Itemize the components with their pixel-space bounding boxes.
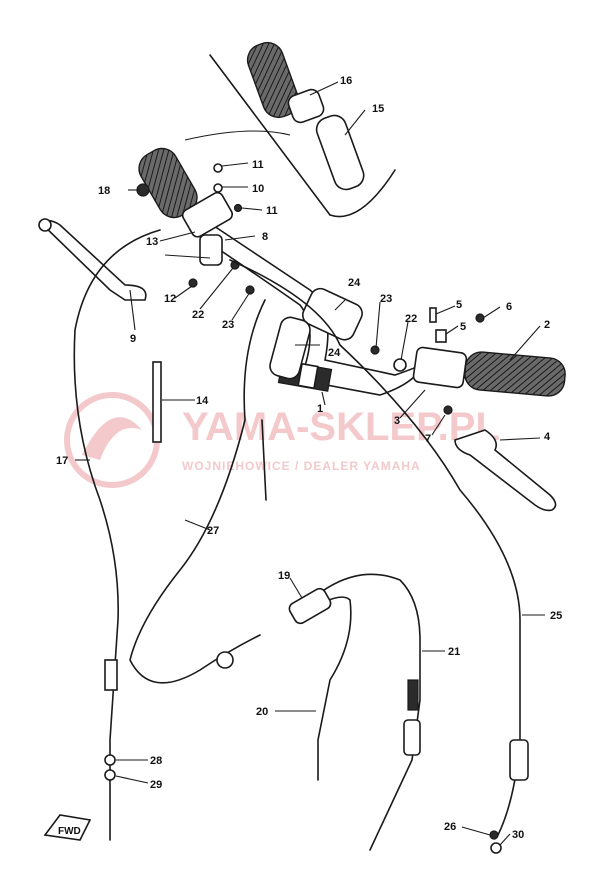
grip-inset-end (287, 88, 325, 124)
tacho-cable-27 (129, 299, 266, 684)
grip-inset (246, 41, 300, 119)
nut-3 (443, 405, 453, 415)
callout-29: 29 (150, 779, 162, 791)
clutch-cable-17 (73, 229, 161, 841)
callout-26: 26 (444, 821, 456, 833)
callout-24-b: 24 (328, 347, 341, 359)
adjuster-22-right (393, 358, 407, 372)
callout-13: 13 (146, 236, 158, 248)
nut-26 (489, 830, 499, 840)
cable-cover-24-upper (301, 287, 363, 341)
throttle-cable-21 (299, 573, 421, 851)
cable-adjuster-21 (407, 679, 419, 711)
callout-15: 15 (372, 103, 384, 115)
callout-leaders (75, 81, 545, 846)
clutch-lever (38, 219, 147, 301)
forward-label: FWD (58, 826, 81, 837)
callout-8: 8 (262, 231, 268, 243)
callout-6: 6 (506, 301, 512, 313)
inset-frame-bottom (329, 169, 396, 218)
screw-6 (475, 313, 485, 323)
callout-10: 10 (252, 183, 264, 195)
cable-end-stub (261, 419, 267, 501)
screw-11-top (213, 163, 223, 173)
callout-14: 14 (196, 395, 209, 407)
callout-30: 30 (512, 829, 524, 841)
callout-1: 1 (317, 403, 323, 415)
cable-junction-19 (288, 587, 332, 625)
collar-10 (213, 183, 223, 193)
callout-16: 16 (340, 75, 352, 87)
clutch-lever-tip (38, 218, 52, 232)
watermark-logo-ring (64, 392, 160, 488)
callout-11-a: 11 (252, 159, 264, 171)
callout-5-b: 5 (460, 321, 466, 333)
callout-23-b: 23 (380, 293, 392, 305)
callout-3: 3 (394, 415, 400, 427)
watermark: YAMA-SKLEP.PL WOJNIEHOWICE / DEALER YAMA… (64, 392, 500, 488)
callout-23-a: 23 (222, 319, 234, 331)
left-switch-housing (181, 191, 234, 238)
screw-5 (429, 307, 437, 323)
adjuster-23-left (245, 285, 255, 295)
right-grip (464, 351, 566, 397)
cable-band (152, 361, 162, 443)
cable-boot-25 (509, 739, 529, 781)
callout-25: 25 (550, 610, 562, 622)
cable-boot-21 (403, 719, 421, 756)
forward-arrow-icon: FWD (43, 814, 92, 841)
clutch-holder (199, 234, 223, 266)
end-30 (490, 842, 502, 854)
cable-cover-24-lower (269, 316, 311, 380)
callout-24-a: 24 (348, 277, 361, 289)
screw-11 (233, 203, 243, 213)
callout-12: 12 (164, 293, 176, 305)
callout-20: 20 (256, 706, 268, 718)
callout-4: 4 (544, 431, 551, 443)
throttle-cable-20 (299, 596, 352, 781)
callout-9: 9 (130, 333, 136, 345)
collar-5 (435, 329, 447, 343)
callout-22-a: 22 (192, 309, 204, 321)
inset-leader (184, 130, 291, 141)
nut-28 (104, 754, 116, 766)
callout-labels: 1 2 3 4 5 5 6 7 8 9 10 11 11 12 13 14 15… (56, 75, 562, 841)
right-lever-holder (412, 346, 468, 389)
callout-19: 19 (278, 570, 290, 582)
callout-7: 7 (425, 433, 431, 445)
cable-joint (216, 651, 234, 669)
brake-lever (454, 429, 557, 512)
adjuster-23-right (370, 345, 380, 355)
callout-22-b: 22 (405, 313, 417, 325)
bolt-12 (188, 278, 198, 288)
inset-frame-left (209, 54, 331, 216)
callout-18: 18 (98, 185, 110, 197)
callout-17: 17 (56, 455, 68, 467)
callout-28: 28 (150, 755, 162, 767)
callout-21: 21 (448, 646, 460, 658)
callout-27: 27 (207, 525, 219, 537)
watermark-logo-icon (82, 417, 142, 460)
watermark-subtitle: WOJNIEHOWICE / DEALER YAMAHA (182, 459, 421, 473)
callout-2: 2 (544, 319, 550, 331)
callout-11-b: 11 (266, 205, 278, 217)
cable-boot-17 (104, 659, 118, 691)
callout-5-a: 5 (456, 299, 462, 311)
washer-29 (104, 769, 116, 781)
handlebar-pad-gap (297, 362, 319, 390)
throttle-sleeve (315, 114, 365, 191)
